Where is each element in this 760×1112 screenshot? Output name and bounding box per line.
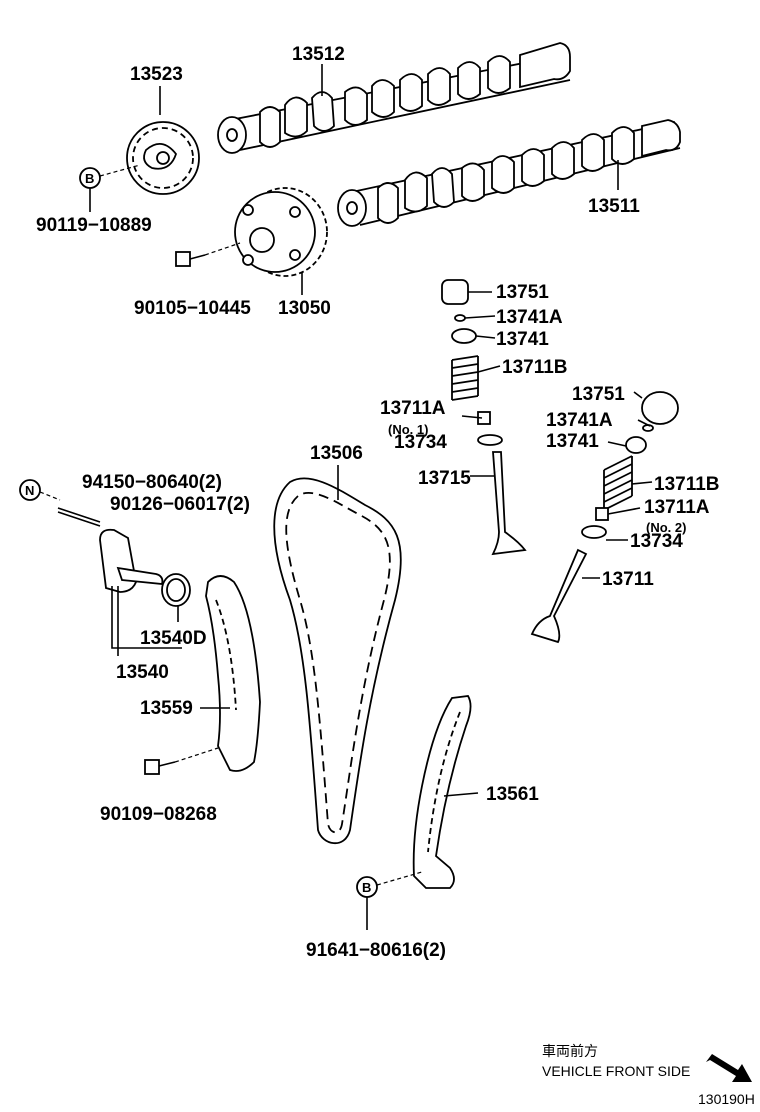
label-13711: 13711	[602, 569, 654, 590]
label-90109: 90109−08268	[100, 804, 217, 825]
camshaft-13511	[337, 119, 681, 227]
label-13711B-b: 13711B	[654, 474, 720, 495]
label-13711A-a: 13711A	[380, 398, 446, 419]
label-94150: 94150−80640(2)	[82, 472, 222, 493]
valve-train-no1	[441, 279, 527, 556]
label-13741-b: 13741	[546, 431, 599, 452]
label-13506: 13506	[310, 443, 363, 464]
label-13511: 13511	[588, 196, 640, 217]
label-91641: 91641−80616(2)	[306, 940, 446, 961]
label-13523: 13523	[130, 64, 183, 85]
marker-b-sprocket	[79, 164, 141, 212]
label-90105: 90105−10445	[134, 298, 251, 319]
footer-jp: 車両前方	[542, 1043, 598, 1059]
chain-tensioner-13540	[57, 507, 191, 607]
direction-arrow-icon	[706, 1054, 752, 1082]
label-13741A-a: 13741A	[496, 307, 563, 328]
label-13734-a: 13734	[394, 432, 447, 453]
bolt-90109	[144, 747, 219, 775]
marker-n	[19, 479, 61, 501]
label-13561: 13561	[486, 784, 539, 805]
chain-guide-13561	[412, 695, 472, 889]
label-13751-b: 13751	[572, 384, 625, 405]
leader-lines	[111, 64, 653, 797]
label-no1: (No. 1)	[388, 422, 428, 437]
chain-guide-13559	[205, 575, 261, 772]
label-13540: 13540	[116, 662, 169, 683]
label-13741-a: 13741	[496, 329, 549, 350]
footer-direction: VEHICLE FRONT SIDE	[542, 1063, 690, 1079]
label-13751-a: 13751	[496, 282, 549, 303]
label-13715: 13715	[418, 468, 471, 489]
marker-b-guide-letter: B	[362, 880, 371, 895]
marker-b-guide	[356, 871, 423, 930]
part-labels: 13523 13512 13511 90119−10889 90105−1044…	[36, 44, 720, 961]
marker-b-sprocket-letter: B	[85, 171, 94, 186]
marker-n-letter: N	[25, 483, 34, 498]
bolt-90105	[175, 242, 241, 267]
label-13050: 13050	[278, 298, 331, 319]
label-13512: 13512	[292, 44, 345, 65]
label-90126: 90126−06017(2)	[110, 494, 250, 515]
label-13559: 13559	[140, 698, 193, 719]
timing-chain-13506	[273, 477, 402, 845]
sprocket-13523	[126, 121, 200, 195]
vvt-gear-13050	[234, 187, 328, 277]
footer: 車両前方 VEHICLE FRONT SIDE 130190H	[542, 1043, 755, 1107]
footer-code: 130190H	[698, 1091, 755, 1107]
label-13711A-b: 13711A	[644, 497, 710, 518]
label-13711B-a: 13711B	[502, 357, 568, 378]
label-13741A-b: 13741A	[546, 410, 613, 431]
label-13540D: 13540D	[140, 628, 207, 649]
label-90119: 90119−10889	[36, 215, 152, 236]
label-no2: (No. 2)	[646, 520, 686, 535]
label-13734-b: 13734	[630, 531, 683, 552]
camshaft-13512	[217, 42, 571, 154]
valve-train-no2	[530, 391, 679, 644]
